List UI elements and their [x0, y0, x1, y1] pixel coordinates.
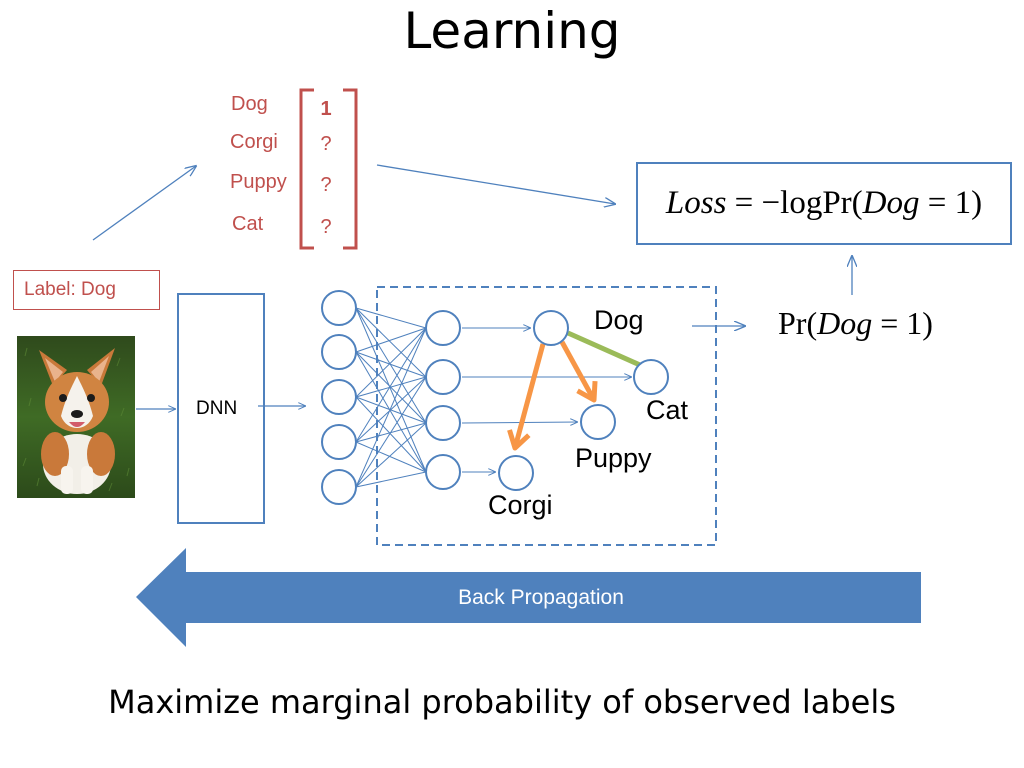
network-edge [355, 327, 427, 488]
input-node [321, 290, 357, 326]
input-layer [321, 290, 357, 505]
corgi-photo [17, 336, 135, 498]
loss-dog: Dog [862, 185, 920, 221]
network-edge [355, 376, 427, 398]
loss-term: Loss [665, 185, 727, 221]
slide-subtitle: Maximize marginal probability of observe… [108, 683, 896, 721]
slide-title: Learning [403, 2, 621, 60]
network-edge [355, 307, 427, 329]
dnn-box [177, 293, 265, 524]
input-node [321, 469, 357, 505]
vector-label-cat: Cat [232, 213, 264, 235]
dog-node [533, 310, 569, 346]
network-edge [355, 327, 427, 353]
network-edge [355, 351, 427, 473]
graph-dashed-box [376, 286, 717, 546]
hidden-node [425, 405, 461, 441]
network-edge [355, 376, 427, 443]
loss-formula-box: Loss = −logPr(Dog = 1) [636, 162, 1012, 245]
vector-value-dog: 1 [320, 98, 332, 120]
corgi-node [498, 455, 534, 491]
cat-node [633, 359, 669, 395]
label-to-vector-arrow [92, 166, 196, 241]
network-edge [355, 422, 427, 488]
puppy-node [580, 404, 616, 440]
pr-formula: Pr(Dog = 1) [778, 305, 933, 342]
vector-label-dog: Dog [231, 93, 268, 115]
graph-label-dog: Dog [594, 305, 644, 335]
network-edge [355, 307, 427, 378]
input-node [321, 424, 357, 460]
network-edges [355, 307, 427, 488]
network-edge [355, 327, 427, 398]
back-propagation-arrow [136, 548, 921, 647]
vector-bracket [299, 88, 358, 250]
dog-cat-edge [566, 330, 642, 368]
loss-equals: = − [726, 185, 781, 221]
pr-tail: = 1) [872, 305, 933, 341]
vector-to-loss-arrow [376, 164, 615, 204]
loss-logpr: logPr( [780, 185, 863, 221]
graph-label-cat: Cat [646, 395, 689, 425]
network-edge [355, 327, 427, 443]
dog-corgi-arrow [507, 343, 546, 451]
vector-value-cat: ? [320, 216, 332, 238]
network-edge [355, 307, 427, 473]
hidden-node [425, 310, 461, 346]
vector-label-corgi: Corgi [230, 131, 278, 153]
network-edge [355, 376, 427, 488]
dog-puppy-arrow [559, 340, 598, 403]
graph-label-puppy: Puppy [575, 443, 652, 473]
pr-dog: Dog [817, 305, 873, 341]
input-node [321, 334, 357, 370]
vector-value-puppy: ? [320, 174, 332, 196]
label-box: Label: Dog [13, 270, 160, 310]
network-edge [355, 351, 427, 378]
hidden-node [425, 359, 461, 395]
vector-label-puppy: Puppy [230, 171, 287, 193]
hidden-node [425, 454, 461, 490]
network-edge [355, 441, 427, 473]
vector-value-corgi: ? [320, 133, 332, 155]
network-edge [355, 396, 427, 473]
network-edge [355, 307, 427, 424]
input-node [321, 379, 357, 415]
hidden-layer [425, 310, 461, 490]
pr-term: Pr( [778, 305, 818, 341]
network-edge [355, 471, 427, 488]
dnn-label: DNN [196, 398, 238, 419]
graph-label-corgi: Corgi [488, 490, 553, 520]
back-propagation-label: Back Propagation [458, 586, 624, 609]
loss-tail: = 1) [919, 185, 983, 221]
